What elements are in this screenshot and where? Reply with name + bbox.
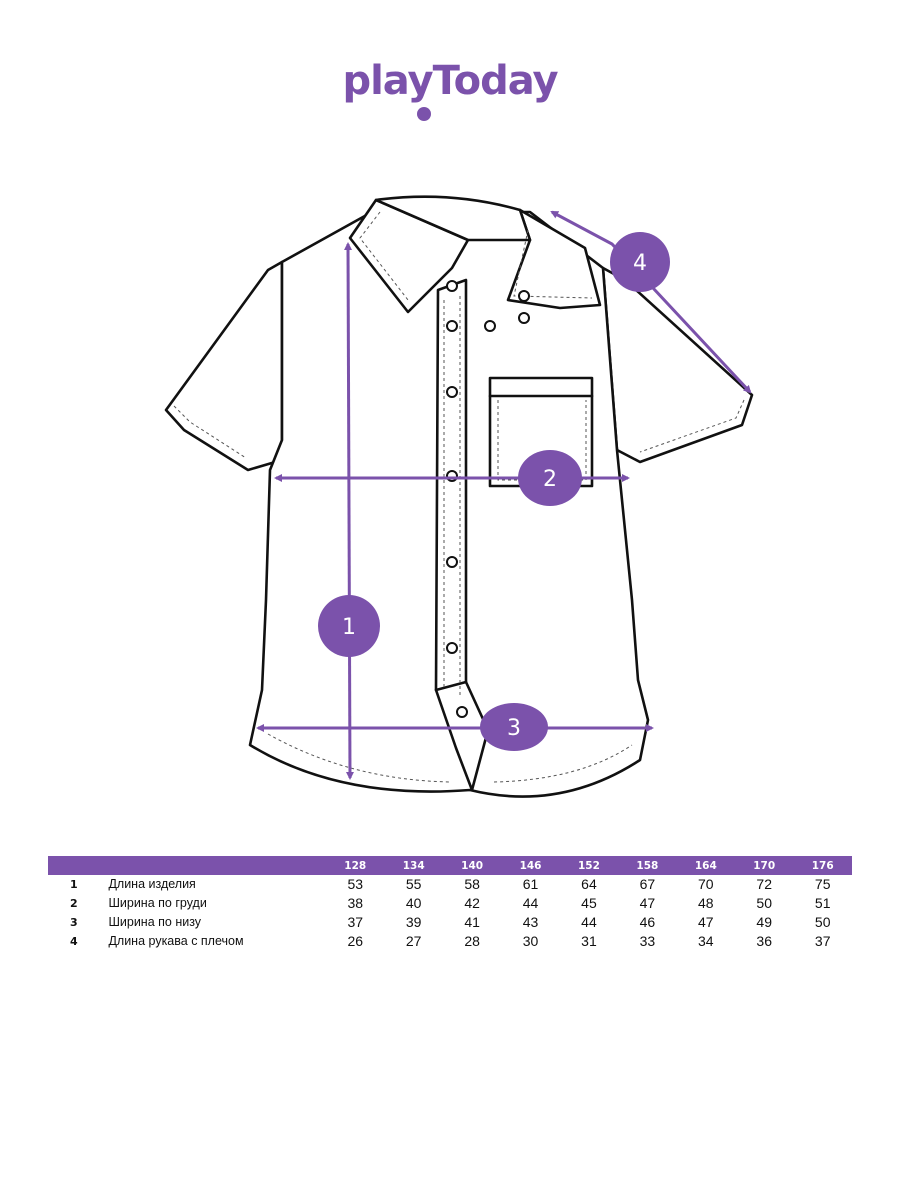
table-cell: 64 bbox=[581, 876, 597, 892]
marker-2-label: 2 bbox=[543, 467, 557, 492]
table-row: 1 Длина изделия 53 55 58 61 64 67 70 72 … bbox=[48, 875, 852, 894]
measure-line-4 bbox=[550, 210, 752, 394]
header-size: 134 bbox=[402, 859, 425, 872]
table-row: 2 Ширина по груди 38 40 42 44 45 47 48 5… bbox=[48, 894, 852, 913]
table-cell: 30 bbox=[522, 933, 539, 949]
brand-name: playToday bbox=[342, 58, 558, 104]
left-sleeve bbox=[164, 260, 284, 472]
table-cell: 48 bbox=[698, 895, 714, 911]
collar-band bbox=[374, 195, 532, 242]
table-cell: 58 bbox=[464, 876, 480, 892]
size-table-header: 128 134 140 146 152 158 164 170 176 bbox=[48, 856, 852, 875]
table-cell: 26 bbox=[347, 933, 364, 949]
table-cell: 34 bbox=[698, 933, 714, 949]
button bbox=[484, 320, 496, 332]
button bbox=[446, 386, 458, 398]
header-label bbox=[108, 856, 326, 875]
row-number: 3 bbox=[70, 916, 78, 929]
size-table: 128 134 140 146 152 158 164 170 176 1 Дл… bbox=[48, 856, 852, 951]
table-cell: 40 bbox=[405, 895, 422, 911]
button bbox=[518, 312, 530, 324]
table-cell: 67 bbox=[639, 876, 656, 892]
shirt-diagram: 1 2 3 4 bbox=[0, 180, 900, 820]
button bbox=[446, 280, 458, 292]
table-cell: 31 bbox=[581, 933, 597, 949]
table-cell: 27 bbox=[405, 933, 422, 949]
shirt-drawing: 1 2 3 4 bbox=[164, 195, 754, 798]
table-cell: 33 bbox=[639, 933, 656, 949]
row-label: Длина изделия bbox=[108, 877, 196, 891]
table-cell: 72 bbox=[756, 876, 772, 892]
table-row: 3 Ширина по низу 37 39 41 43 44 46 47 49… bbox=[48, 913, 852, 932]
row-label: Длина рукава с плечом bbox=[108, 934, 244, 948]
table-cell: 50 bbox=[814, 914, 831, 930]
front-flap bbox=[434, 680, 490, 792]
table-cell: 47 bbox=[639, 895, 656, 911]
table-cell: 70 bbox=[698, 876, 714, 892]
brand-logo-dot bbox=[417, 107, 431, 121]
table-cell: 55 bbox=[405, 876, 422, 892]
table-cell: 37 bbox=[814, 933, 831, 949]
marker-3 bbox=[480, 703, 548, 751]
marker-4 bbox=[610, 232, 670, 292]
table-cell: 61 bbox=[522, 876, 539, 892]
table-cell: 39 bbox=[405, 914, 422, 930]
header-size: 128 bbox=[344, 859, 367, 872]
table-cell: 46 bbox=[639, 914, 656, 930]
button bbox=[446, 556, 458, 568]
header-size: 146 bbox=[519, 859, 542, 872]
header-size: 158 bbox=[636, 859, 659, 872]
row-label: Ширина по груди bbox=[108, 896, 207, 910]
table-cell: 75 bbox=[814, 876, 831, 892]
placket bbox=[434, 278, 468, 702]
table-cell: 53 bbox=[347, 876, 364, 892]
table-cell: 44 bbox=[522, 895, 539, 911]
header-num bbox=[48, 856, 108, 875]
table-cell: 28 bbox=[464, 933, 480, 949]
table-cell: 41 bbox=[464, 914, 480, 930]
marker-3-label: 3 bbox=[507, 716, 521, 741]
table-cell: 47 bbox=[698, 914, 714, 930]
table-cell: 49 bbox=[756, 914, 772, 930]
table-cell: 50 bbox=[756, 895, 772, 911]
row-number: 4 bbox=[70, 935, 78, 948]
marker-1-label: 1 bbox=[342, 615, 356, 640]
row-label: Ширина по низу bbox=[108, 915, 202, 929]
table-cell: 43 bbox=[522, 914, 539, 930]
brand-logo: playToday bbox=[0, 48, 900, 138]
button bbox=[518, 290, 530, 302]
table-cell: 38 bbox=[347, 895, 364, 911]
row-number: 1 bbox=[70, 878, 78, 891]
table-cell: 36 bbox=[756, 933, 772, 949]
right-sleeve bbox=[601, 266, 754, 464]
table-cell: 37 bbox=[347, 914, 364, 930]
marker-2 bbox=[518, 450, 582, 506]
row-number: 2 bbox=[70, 897, 78, 910]
table-cell: 45 bbox=[581, 895, 597, 911]
table-cell: 44 bbox=[581, 914, 597, 930]
measure-line-1 bbox=[344, 242, 354, 780]
header-size: 152 bbox=[577, 859, 600, 872]
button bbox=[456, 706, 468, 718]
table-cell: 42 bbox=[464, 895, 480, 911]
header-size: 170 bbox=[753, 859, 776, 872]
marker-4-label: 4 bbox=[633, 251, 647, 276]
table-cell: 51 bbox=[814, 895, 831, 911]
button bbox=[446, 320, 458, 332]
button bbox=[446, 642, 458, 654]
brand-logo-mark: playToday bbox=[342, 58, 559, 121]
marker-1 bbox=[318, 595, 380, 657]
header-size: 176 bbox=[811, 859, 834, 872]
header-size: 164 bbox=[694, 859, 717, 872]
header-size: 140 bbox=[461, 859, 484, 872]
table-row: 4 Длина рукава с плечом 26 27 28 30 31 3… bbox=[48, 932, 852, 951]
